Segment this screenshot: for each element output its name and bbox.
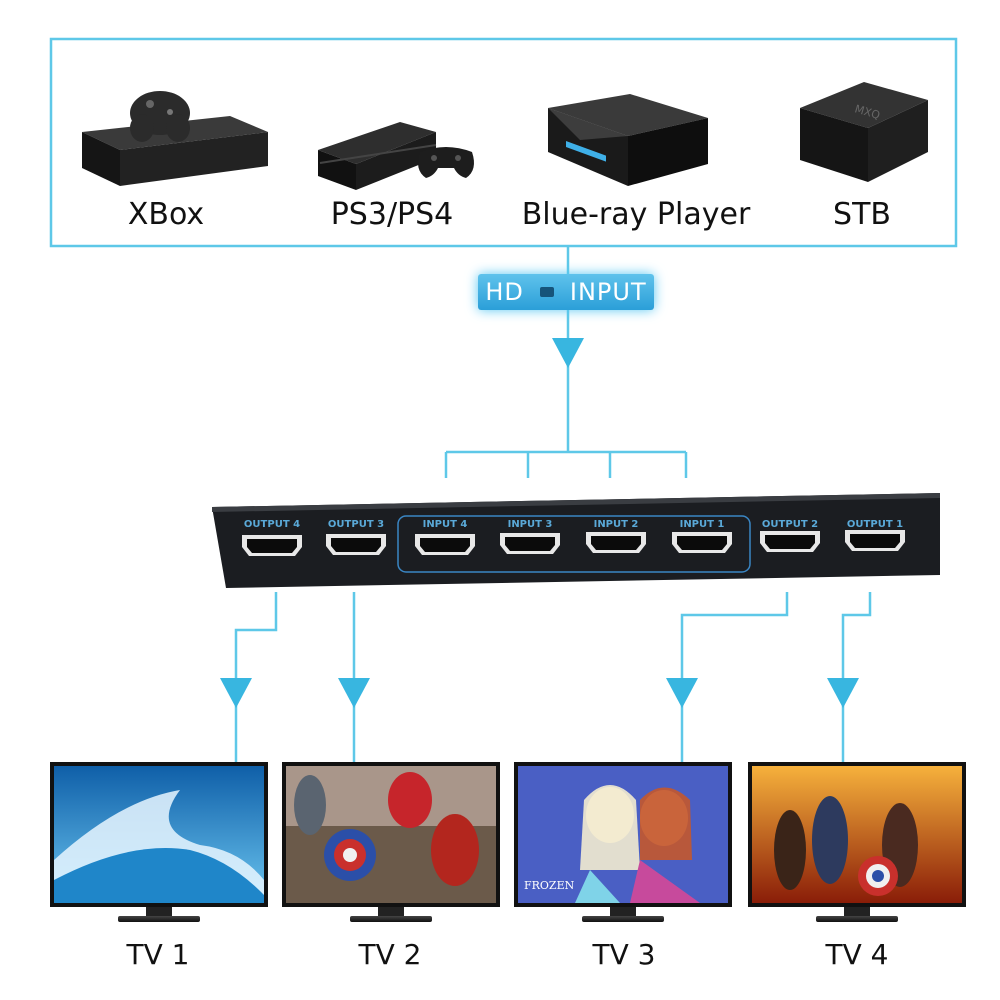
playstation-console-icon [318, 122, 474, 190]
source-label-ps: PS3/PS4 [330, 197, 454, 232]
input-ports-group-frame [397, 515, 751, 573]
tv-1 [50, 762, 268, 922]
hdmi-plug-icon [539, 287, 554, 297]
tv2-arrow-icon [338, 678, 370, 708]
source-devices-frame [49, 37, 958, 248]
source-label-xbox: XBox [127, 197, 205, 232]
tv-2 [282, 762, 500, 922]
port-label-output-2: OUTPUT 2 [761, 519, 819, 530]
tv3-arrow-icon [666, 678, 698, 708]
port-label-input-4: INPUT 4 [422, 519, 468, 530]
port-label-output-3: OUTPUT 3 [327, 519, 385, 530]
xbox-console-icon [82, 91, 268, 186]
frozen-logo-text: FROZEN [524, 879, 575, 892]
tv-4 [748, 762, 966, 922]
hdmi-switch-panel [212, 493, 940, 588]
source-label-bluray: Blue-ray Player [521, 197, 751, 232]
input-arrow-icon [552, 338, 584, 368]
badge-left-text: HD [485, 278, 524, 306]
hdmi-port-socket [326, 534, 386, 555]
bluray-player-icon [548, 94, 708, 186]
tv-label-2: TV 2 [358, 938, 422, 971]
hdmi-port-socket [242, 535, 302, 556]
badge-right-text: INPUT [569, 278, 647, 306]
port-label-output-4: OUTPUT 4 [243, 519, 301, 530]
source-label-stb: STB [833, 197, 891, 232]
input-connector-lines [444, 246, 688, 478]
tv-label-3: TV 3 [592, 938, 656, 971]
output-connector-lines [234, 592, 872, 764]
port-label-input-3: INPUT 3 [507, 519, 553, 530]
hd-input-badge: HD INPUT [478, 274, 654, 310]
hdmi-port-socket [415, 534, 475, 555]
tv4-arrow-icon [827, 678, 859, 708]
port-label-input-2: INPUT 2 [593, 519, 639, 530]
tv-label-4: TV 4 [825, 938, 889, 971]
hdmi-port-socket [845, 530, 905, 551]
hdmi-port-socket [672, 532, 732, 553]
hdmi-port-socket [586, 532, 646, 553]
hdmi-port-socket [500, 533, 560, 554]
port-label-output-1: OUTPUT 1 [846, 519, 904, 530]
tv1-arrow-icon [220, 678, 252, 708]
port-label-input-1: INPUT 1 [679, 519, 725, 530]
set-top-box-icon: MXQ [800, 82, 928, 182]
tv-label-1: TV 1 [126, 938, 190, 971]
tv-3: FROZEN [514, 762, 732, 922]
hdmi-ports [242, 530, 905, 556]
hdmi-port-socket [760, 531, 820, 552]
